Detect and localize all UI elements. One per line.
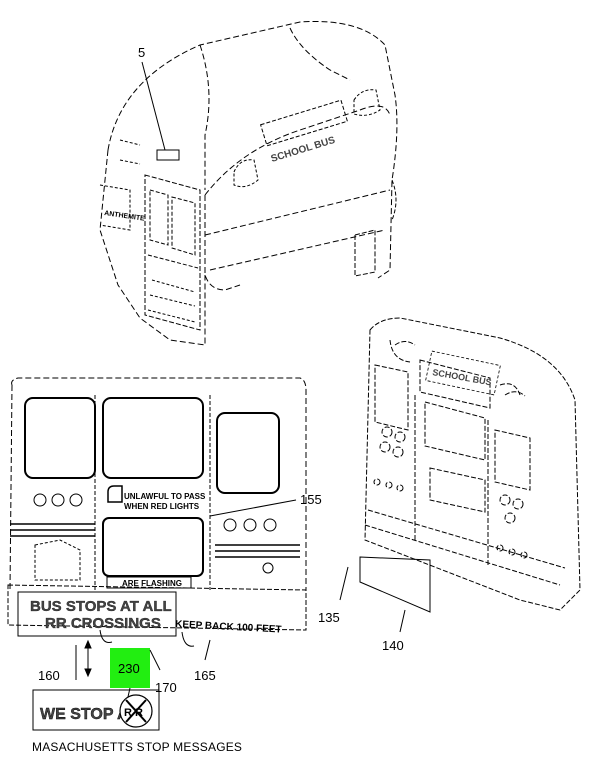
callout-5: 5 <box>138 45 145 60</box>
leader-line-140 <box>399 609 406 633</box>
callout-170: 170 <box>155 680 177 695</box>
callout-135: 135 <box>318 610 340 625</box>
unlawful-to-pass-sign: UNLAWFUL TO PASS WHEN RED LIGHTS <box>124 492 206 511</box>
we-stop-at-text: WE STOP AT <box>40 706 137 723</box>
unlawful-line-2: WHEN RED LIGHTS <box>124 502 200 511</box>
callout-230-highlight <box>110 648 150 688</box>
bus-stops-line-1: BUS STOPS AT ALL <box>30 598 172 615</box>
school-bus-sign-right: SCHOOL BUS <box>432 367 493 387</box>
bus-stops-sign-frame <box>17 591 177 637</box>
are-flashing-plate <box>106 576 192 589</box>
bus-rear-angled-view <box>364 317 581 611</box>
leader-line-165 <box>204 639 211 661</box>
bus-rear-view <box>7 377 307 647</box>
keep-back-text: KEEP BACK 100 FEET <box>175 619 282 636</box>
double-arrow <box>84 639 92 678</box>
leader-line-155 <box>209 499 297 517</box>
leader-line-170 <box>149 649 161 671</box>
diagram-caption: MASACHUSETTS STOP MESSAGES <box>32 740 243 754</box>
leader-line-5 <box>141 61 166 151</box>
bus-stops-line-2: RR CROSSINGS <box>45 615 161 632</box>
side-decal-text: ANTHEMITE <box>104 210 146 223</box>
callout-140: 140 <box>382 638 404 653</box>
unlawful-line-1: UNLAWFUL TO PASS <box>124 492 206 501</box>
callout-230: 230 <box>118 661 140 676</box>
callout-165: 165 <box>194 668 216 683</box>
bus-front-view <box>99 21 398 346</box>
are-flashing-text: ARE FLASHING <box>122 579 182 588</box>
school-bus-sign-right-frame <box>425 350 501 396</box>
callout-155: 155 <box>300 492 322 507</box>
plate-140 <box>359 556 431 613</box>
we-stop-at-sign-frame <box>32 689 160 731</box>
leader-line-135 <box>339 566 349 601</box>
railroad-crossing-icon: R R <box>119 694 153 728</box>
school-bus-sign-top: SCHOOL BUS <box>270 135 337 165</box>
callout-160: 160 <box>38 668 60 683</box>
rr-symbol-text: R R <box>124 707 143 719</box>
